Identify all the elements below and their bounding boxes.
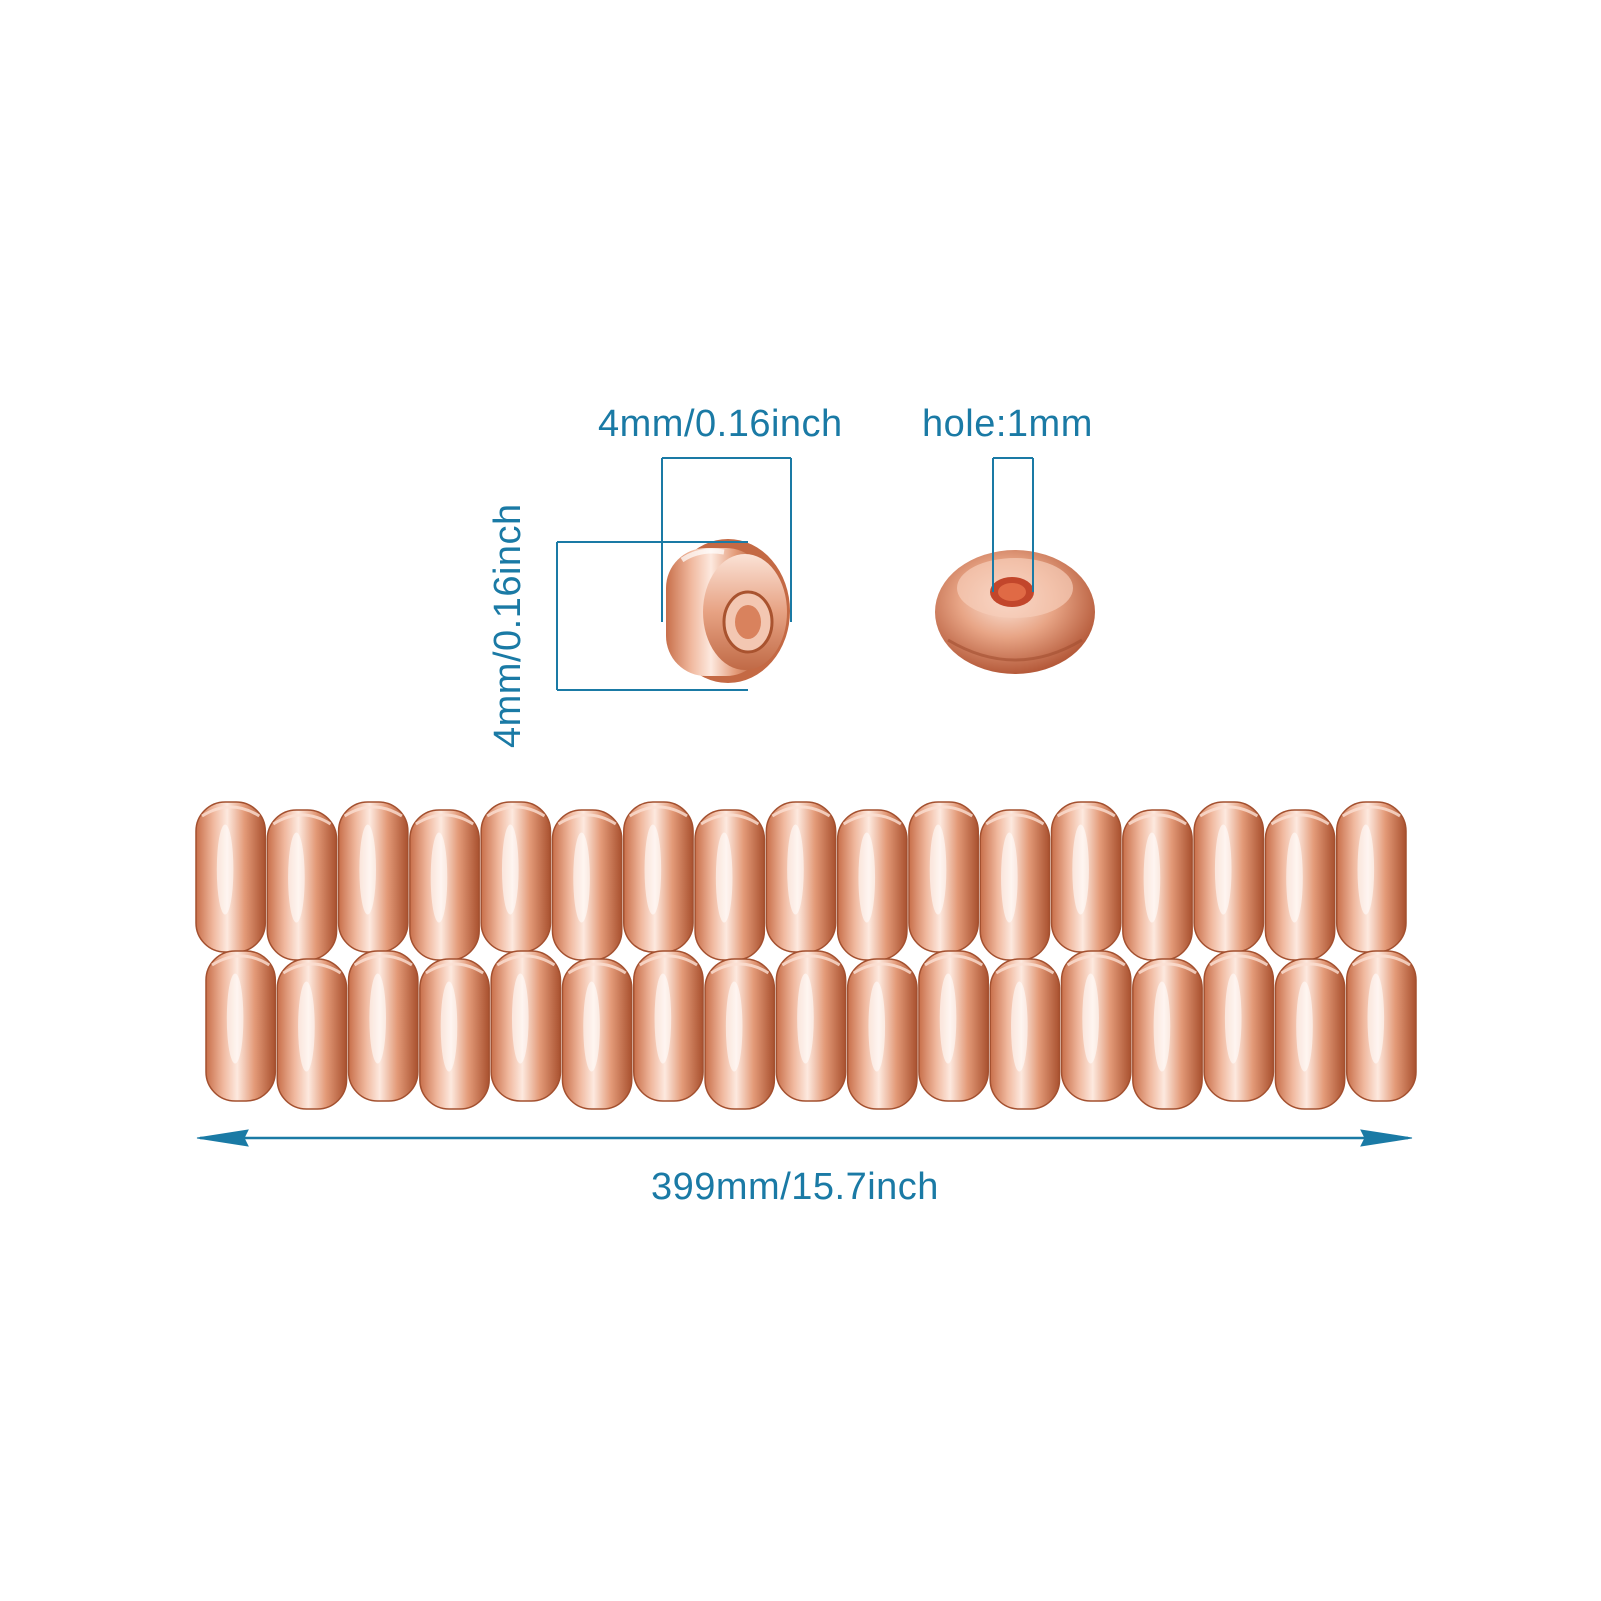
strand-bead [1122,809,1193,961]
strand-bead [775,950,847,1102]
strand-bead [765,801,837,953]
strand-bead [1193,801,1265,953]
strand-bead [1345,950,1417,1102]
strand-bead [490,950,562,1102]
strand-bead [623,801,694,953]
strand-bead [1060,950,1132,1102]
strand-bead [1274,958,1346,1110]
strand-bead [979,809,1051,961]
strand-bead [347,950,419,1102]
strand-bead [1050,801,1122,953]
strand-bead [1335,801,1407,953]
strand-bead [1203,950,1275,1102]
strand-bead [561,958,633,1110]
strand-bead [480,801,552,953]
strand-bead [694,809,766,961]
strand-bead [989,958,1061,1110]
strand-bead [1132,958,1203,1110]
strand-bead [276,958,348,1110]
strand-bead [195,801,267,953]
strand-bead [205,950,277,1102]
hole-dimension-lines [992,457,1034,592]
width-dimension-label: 4mm/0.16inch [598,403,843,445]
width-dimension-lines [661,457,792,622]
strand-bead [918,950,989,1102]
hole-dimension-label: hole:1mm [922,403,1093,445]
strand-bead [1264,809,1336,961]
bead-side-view [666,539,790,683]
strand-bead [704,958,776,1110]
strand-bead [266,809,338,961]
bead-hole-view [935,550,1095,674]
strand-bead [337,801,409,953]
length-arrow [196,1129,1413,1147]
strand-bead [836,809,908,961]
strand-bead [846,958,918,1110]
strand-bead [551,809,623,961]
strand-bead [633,950,704,1102]
height-dimension-lines [556,541,748,691]
bead-strand [195,801,1417,1110]
length-dimension-label: 399mm/15.7inch [651,1166,939,1208]
strand-bead [419,958,490,1110]
strand-bead [409,809,480,961]
height-dimension-label: 4mm/0.16inch [487,503,529,748]
strand-bead [908,801,979,953]
